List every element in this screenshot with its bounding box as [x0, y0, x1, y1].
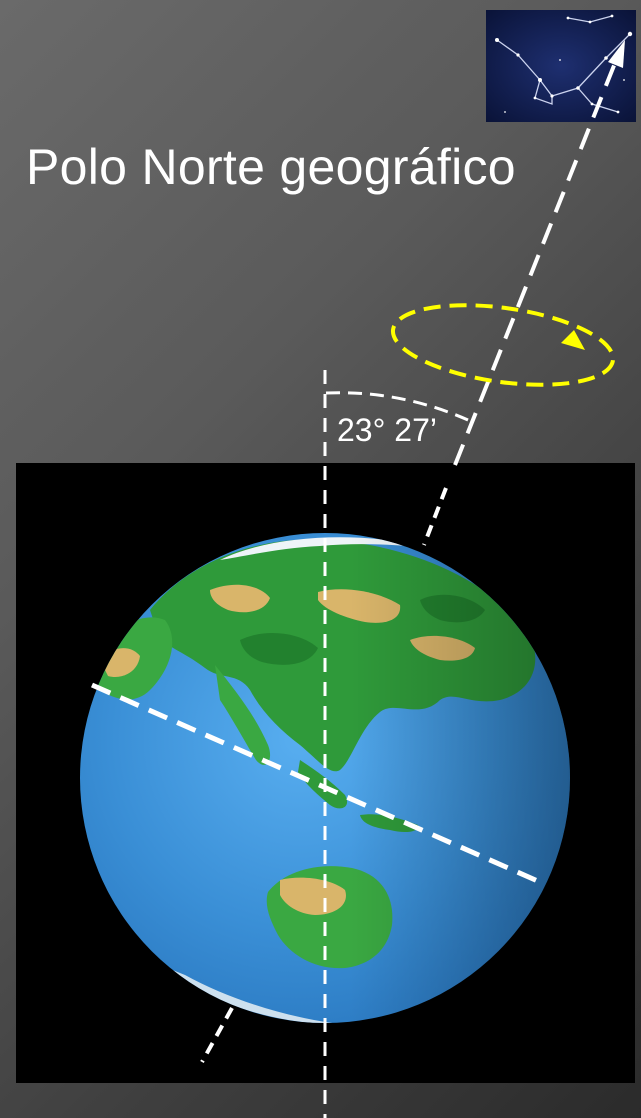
- rotation-axis-line-lower: [200, 1007, 234, 1063]
- rotation-axis-line-upper-photo: [422, 487, 448, 546]
- equator-line: [90, 682, 542, 885]
- rotation-direction-indicator: [390, 303, 616, 387]
- star-points: [495, 14, 633, 114]
- axial-tilt-label: 23° 27’: [337, 412, 437, 448]
- rotation-axis-line: [453, 57, 619, 466]
- geographic-north-pole-label: Polo Norte geográfico: [26, 139, 516, 195]
- tilt-angle-arc: [325, 391, 469, 422]
- axis-arrowhead-icon: [608, 40, 625, 68]
- constellation-image: [486, 10, 636, 122]
- rotation-arrow-icon: [561, 330, 585, 350]
